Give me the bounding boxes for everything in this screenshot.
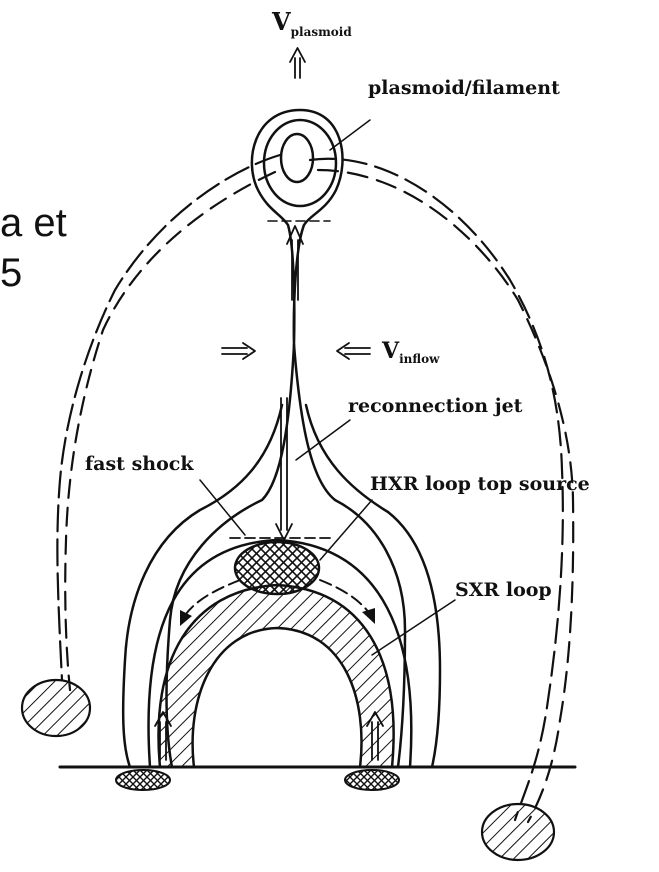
label-v-inflow: Vinflow bbox=[381, 338, 440, 366]
sxr-loop-hatched bbox=[158, 585, 393, 767]
leader-sxr-loop bbox=[372, 600, 455, 655]
plasmoid-middle-loop bbox=[264, 120, 336, 206]
label-plasmoid-filament: plasmoid/filament bbox=[368, 77, 560, 99]
hxr-loop-top-source bbox=[235, 542, 319, 594]
label-sxr-loop: SXR loop bbox=[455, 579, 552, 601]
loop-flow-arrow-right-head bbox=[362, 608, 375, 624]
filament-left-footblob bbox=[22, 680, 90, 736]
footpoint-left bbox=[116, 770, 170, 790]
plasmoid-inner-loop bbox=[281, 134, 313, 182]
footpoint-right bbox=[345, 770, 399, 790]
filament-right-strand-2 bbox=[318, 170, 573, 822]
inflow-arrow-right bbox=[337, 343, 370, 359]
plasmoid-outer-loop bbox=[252, 110, 343, 345]
v-plasmoid-arrow bbox=[290, 48, 305, 78]
label-hxr-loop-top-source: HXR loop top source bbox=[370, 473, 590, 495]
leader-hxr-source bbox=[320, 500, 372, 560]
label-v-plasmoid: Vplasmoid bbox=[271, 7, 352, 39]
label-reconnection-jet: reconnection jet bbox=[348, 395, 523, 417]
leader-plasmoid-filament bbox=[330, 120, 370, 150]
label-fast-shock: fast shock bbox=[85, 453, 194, 475]
filament-right-footblob bbox=[482, 804, 554, 860]
inflow-arrow-left bbox=[222, 343, 255, 359]
